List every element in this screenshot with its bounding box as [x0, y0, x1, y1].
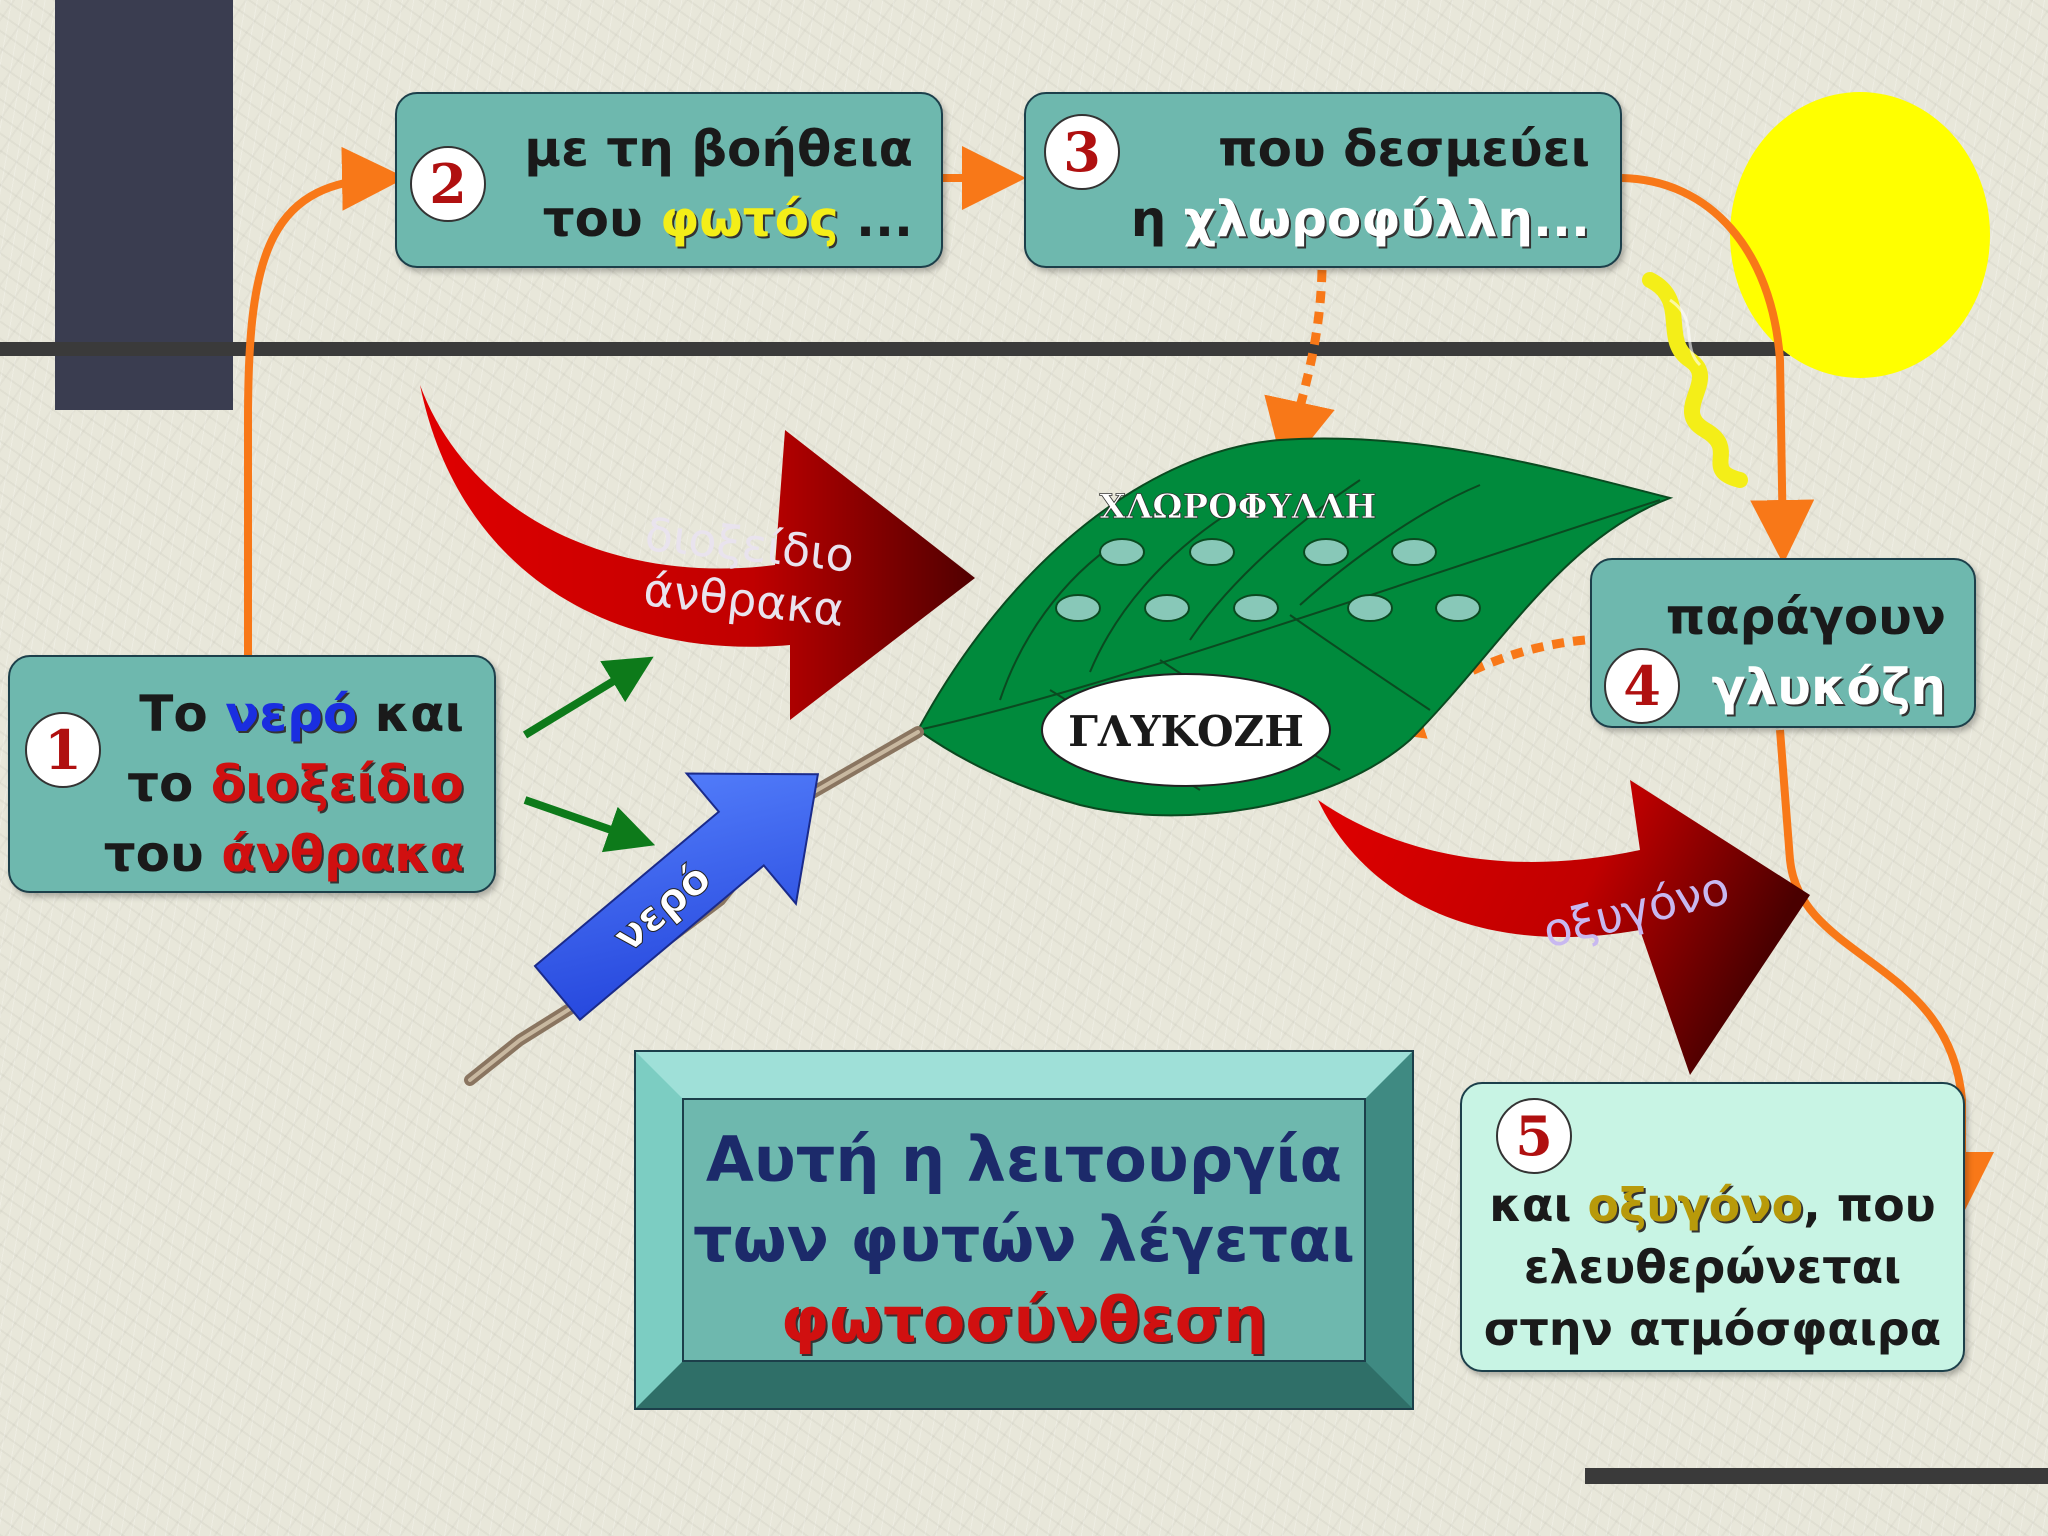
step1-number: 1: [25, 712, 101, 788]
decor-vertical-bar: [55, 0, 233, 410]
step3-line2: η χλωροφύλλη...: [1130, 190, 1590, 248]
step5-number: 5: [1496, 1098, 1572, 1174]
green-arrow-down: [523, 796, 656, 853]
step2-line2: του φωτός ...: [542, 190, 913, 248]
connector-3-to-4: [1621, 174, 1815, 564]
step3-box: που δεσμεύει η χλωροφύλλη...: [1024, 92, 1622, 268]
decor-bottom-line: [1585, 1468, 2048, 1484]
glucose-label: ΓΛΥΚΟΖΗ: [1068, 707, 1304, 756]
light-ray-icon: [1642, 272, 1748, 488]
sun-icon: [1730, 92, 1990, 378]
dotted-chlorophyll-pointer: [1264, 269, 1335, 473]
conclusion-line2: των φυτών λέγεται: [693, 1203, 1355, 1276]
step2-number: 2: [410, 146, 486, 222]
step5-line2: ελευθερώνεται: [1523, 1240, 1902, 1294]
step2-box: με τη βοήθεια του φωτός ...: [395, 92, 943, 268]
conclusion-frame: Αυτή η λειτουργία των φυτών λέγεται φωτο…: [634, 1050, 1414, 1410]
leaf-veins: [917, 479, 1661, 791]
conclusion-inner: Αυτή η λειτουργία των φυτών λέγεται φωτο…: [682, 1098, 1366, 1362]
water-arrow: νερό: [533, 772, 820, 1022]
step1-line3: του άνθρακα: [103, 825, 464, 883]
co2-arrow: [420, 385, 975, 720]
chloroplasts: [1055, 538, 1481, 622]
step3-line1: που δεσμεύει: [1218, 120, 1590, 178]
step3-number: 3: [1044, 114, 1120, 190]
step4-line1: παράγουν: [1665, 588, 1946, 646]
step2-line1: με τη βοήθεια: [524, 120, 913, 178]
conclusion-keyword: φωτοσύνθεση: [780, 1283, 1268, 1356]
co2-arrow-labels: διοξείδιο άνθρακα: [641, 507, 857, 637]
green-arrow-up: [522, 656, 654, 739]
decor-horizontal-line: [0, 342, 1790, 356]
chlorophyll-label: ΧΛΩΡΟΦΥΛΛΗ: [1100, 487, 1377, 527]
step5-line1: και οξυγόνο, που: [1489, 1178, 1936, 1232]
step4-number: 4: [1604, 648, 1680, 724]
step4-line2: γλυκόζη: [1711, 658, 1946, 716]
oxygen-arrow: [1318, 780, 1810, 1075]
glucose-ellipse: [1041, 673, 1331, 787]
step5-line3: στην ατμόσφαιρα: [1483, 1302, 1942, 1356]
step1-line1: Το νερό και: [139, 685, 464, 743]
conclusion-line1: Αυτή η λειτουργία: [705, 1123, 1343, 1196]
connector-1-to-2: [244, 146, 406, 655]
step1-line2: το διοξείδιο: [127, 755, 464, 813]
